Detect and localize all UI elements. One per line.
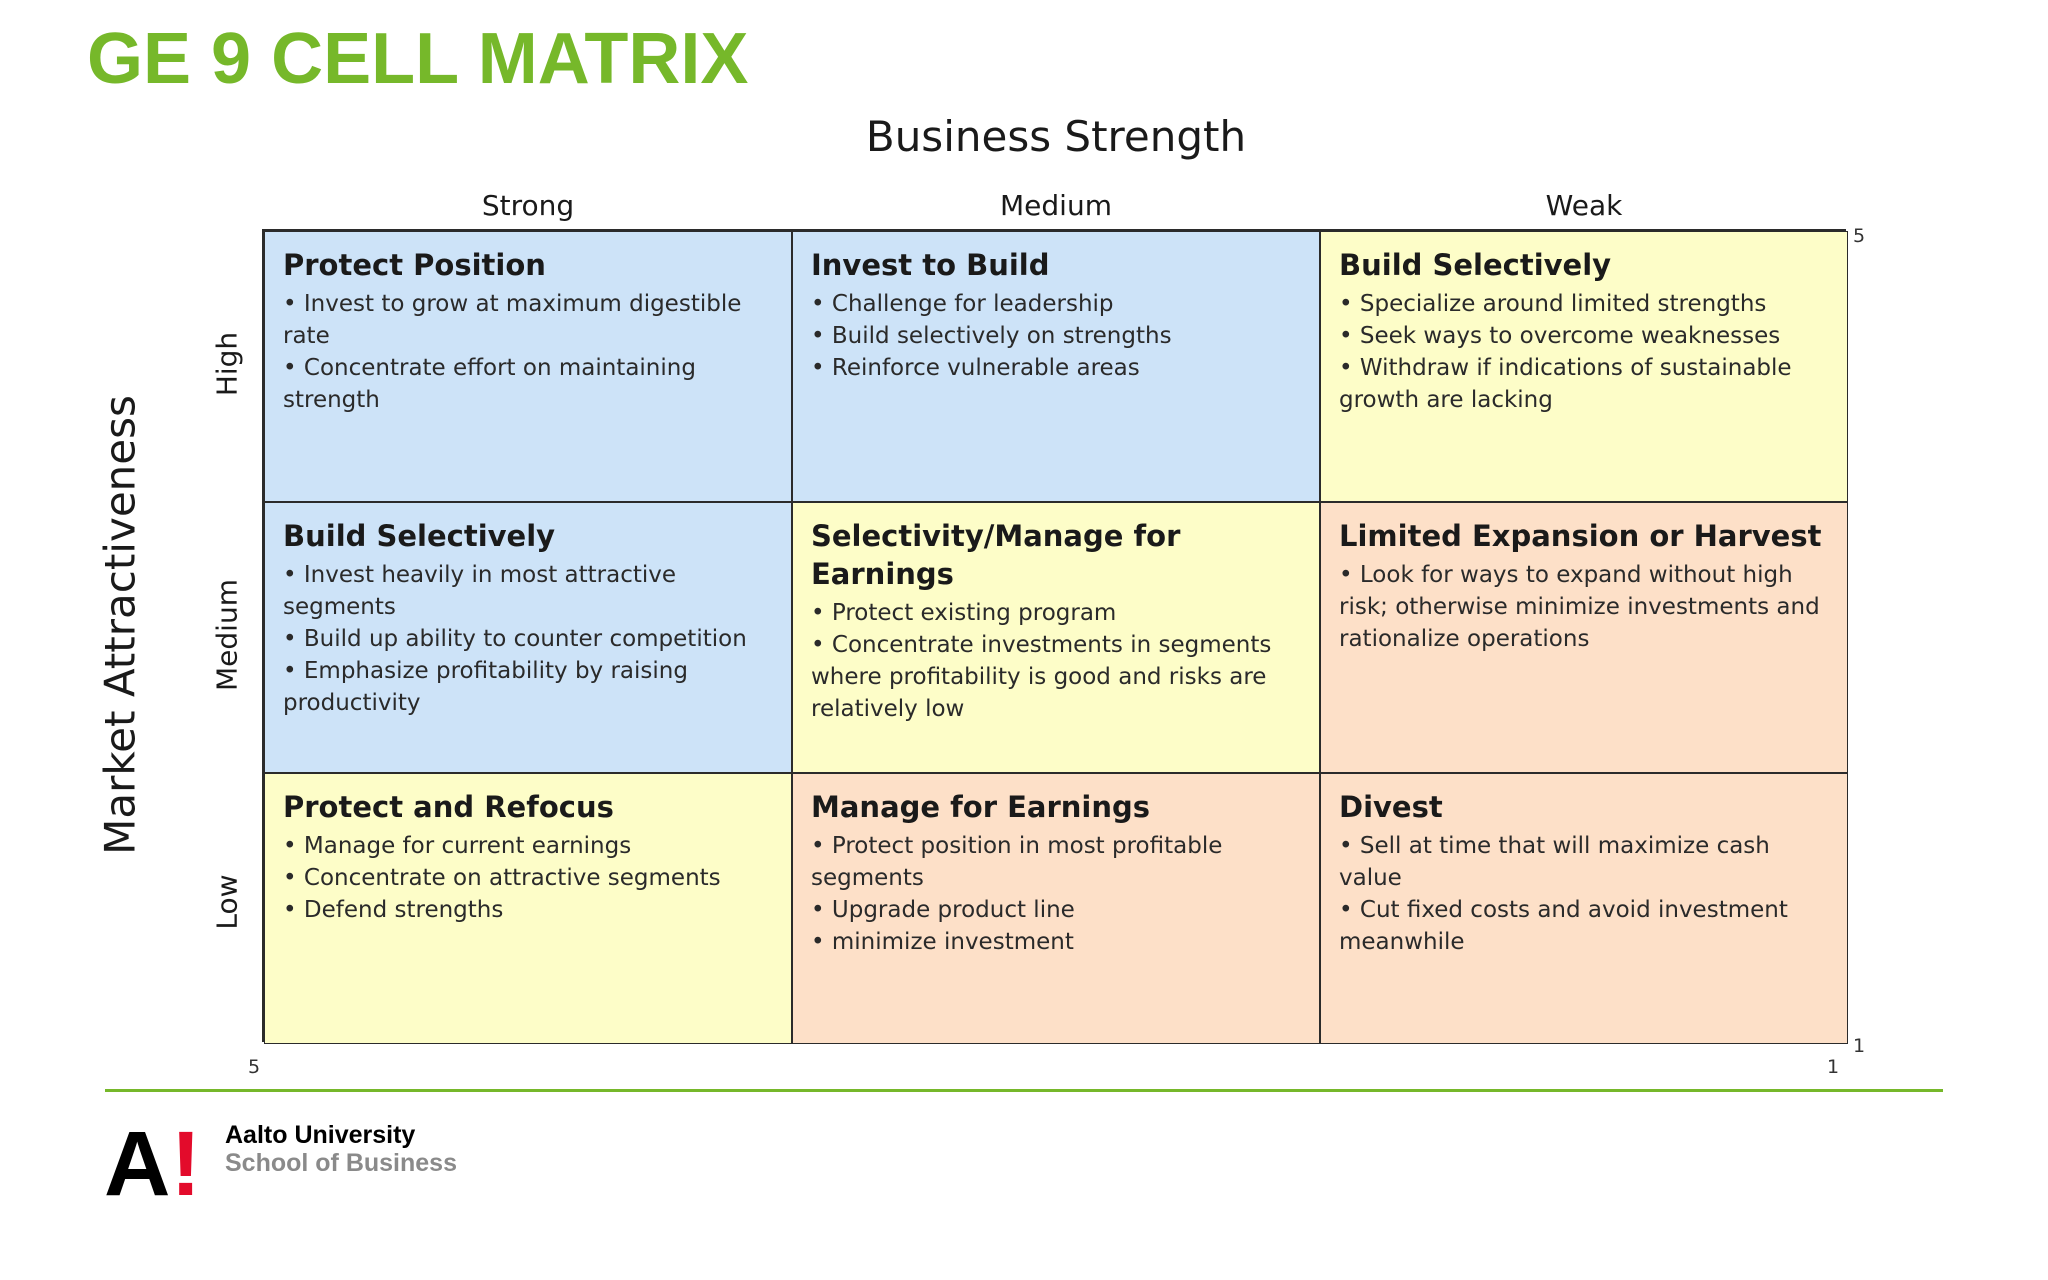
matrix-cell: Divest Sell at time that will maximize c… <box>1320 773 1848 1044</box>
cell-bullet: Concentrate on attractive segments <box>283 862 773 894</box>
cell-bullet: Defend strengths <box>283 894 773 926</box>
cell-heading: Protect and Refocus <box>283 790 614 824</box>
row-label-medium: Medium <box>210 579 244 691</box>
matrix-cell: Invest to Build Challenge for leadership… <box>792 231 1320 502</box>
university-name: Aalto University <box>225 1121 416 1149</box>
cell-bullet: Invest heavily in most attractive segmen… <box>283 559 773 623</box>
cell-bullets: Look for ways to expand without high ris… <box>1339 559 1829 655</box>
row-label-low: Low <box>210 874 244 930</box>
matrix-cell: Build Selectively Invest heavily in most… <box>264 502 792 773</box>
cell-heading: Selectivity/Manage for Earnings <box>811 519 1181 591</box>
cell-heading: Protect Position <box>283 248 546 282</box>
cell-heading: Build Selectively <box>1339 248 1612 282</box>
x-tick-left: 5 <box>248 1056 261 1078</box>
matrix-grid: Protect Position Invest to grow at maxim… <box>262 229 1848 1044</box>
cell-bullet: Build selectively on strengths <box>811 320 1301 352</box>
cell-bullet: Concentrate effort on maintaining streng… <box>283 352 773 416</box>
cell-bullets: Manage for current earnings Concentrate … <box>283 830 773 926</box>
cell-bullet: Manage for current earnings <box>283 830 773 862</box>
x-tick-right: 1 <box>1827 1056 1840 1078</box>
cell-bullet: Withdraw if indications of sustainable g… <box>1339 352 1829 416</box>
cell-bullets: Protect existing program Concentrate inv… <box>811 597 1301 725</box>
cell-bullet: Protect existing program <box>811 597 1301 629</box>
cell-bullet: Reinforce vulnerable areas <box>811 352 1301 384</box>
cell-bullet: Seek ways to overcome weaknesses <box>1339 320 1829 352</box>
column-label-weak: Weak <box>1545 189 1623 222</box>
cell-bullet: Cut fixed costs and avoid investment mea… <box>1339 894 1829 958</box>
aalto-logo: A! <box>104 1118 201 1210</box>
page-title: GE 9 CELL MATRIX <box>87 19 749 99</box>
school-name: School of Business <box>225 1149 457 1177</box>
cell-heading: Build Selectively <box>283 519 556 553</box>
logo-letter: A <box>104 1113 171 1215</box>
cell-bullet: Specialize around limited strengths <box>1339 288 1829 320</box>
cell-bullet: Invest to grow at maximum digestible rat… <box>283 288 773 352</box>
cell-bullets: Sell at time that will maximize cash val… <box>1339 830 1829 958</box>
cell-bullet: Build up ability to counter competition <box>283 623 773 655</box>
cell-heading: Limited Expansion or Harvest <box>1339 519 1822 553</box>
cell-bullet: Concentrate investments in segments wher… <box>811 629 1301 725</box>
cell-bullets: Challenge for leadership Build selective… <box>811 288 1301 384</box>
column-label-medium: Medium <box>1000 189 1112 222</box>
cell-heading: Divest <box>1339 790 1443 824</box>
cell-bullet: Look for ways to expand without high ris… <box>1339 559 1829 655</box>
cell-heading: Invest to Build <box>811 248 1050 282</box>
cell-heading: Manage for Earnings <box>811 790 1151 824</box>
x-axis-title: Business Strength <box>865 112 1247 161</box>
cell-bullets: Specialize around limited strengths Seek… <box>1339 288 1829 416</box>
y-tick-top: 5 <box>1853 225 1866 247</box>
matrix-cell: Build Selectively Specialize around limi… <box>1320 231 1848 502</box>
y-tick-bottom: 1 <box>1853 1035 1866 1057</box>
matrix-cell: Protect Position Invest to grow at maxim… <box>264 231 792 502</box>
matrix-cell: Manage for Earnings Protect position in … <box>792 773 1320 1044</box>
footer-divider <box>105 1089 1943 1092</box>
logo-exclamation: ! <box>170 1113 202 1215</box>
cell-bullets: Protect position in most profitable segm… <box>811 830 1301 958</box>
cell-bullets: Invest to grow at maximum digestible rat… <box>283 288 773 416</box>
logo-wordmark: Aalto University School of Business <box>225 1121 457 1177</box>
cell-bullets: Invest heavily in most attractive segmen… <box>283 559 773 719</box>
column-label-strong: Strong <box>481 189 575 222</box>
matrix-cell: Protect and Refocus Manage for current e… <box>264 773 792 1044</box>
cell-bullet: Emphasize profitability by raising produ… <box>283 655 773 719</box>
cell-bullet: minimize investment <box>811 926 1301 958</box>
row-label-high: High <box>210 331 244 397</box>
cell-bullet: Protect position in most profitable segm… <box>811 830 1301 894</box>
matrix-cell: Limited Expansion or Harvest Look for wa… <box>1320 502 1848 773</box>
cell-bullet: Upgrade product line <box>811 894 1301 926</box>
y-axis-title: Market Attractiveness <box>95 395 145 855</box>
matrix-cell: Selectivity/Manage for Earnings Protect … <box>792 502 1320 773</box>
cell-bullet: Challenge for leadership <box>811 288 1301 320</box>
cell-bullet: Sell at time that will maximize cash val… <box>1339 830 1829 894</box>
